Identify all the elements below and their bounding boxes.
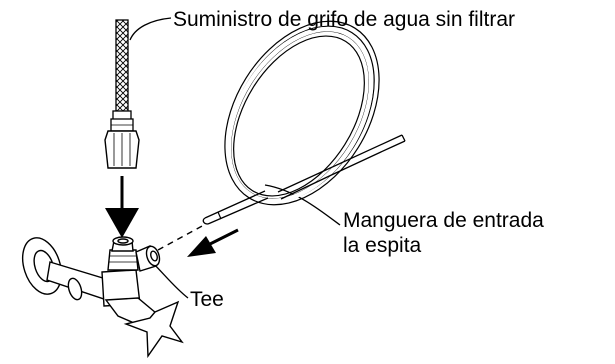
coiled-inlet-tubing [202, 20, 406, 225]
insertion-arrow-icon [157, 224, 239, 257]
inlet-hose-label: Manguera de entrada la espita [343, 208, 544, 258]
supply-leader-line [129, 17, 172, 41]
down-arrow-icon [105, 176, 139, 238]
inlet-hose-label-line-2: la espita [343, 234, 422, 257]
shutoff-valve-tee [21, 236, 184, 359]
braided-supply-hose [104, 19, 140, 169]
hose-leader-line [264, 184, 341, 226]
tee-label: Tee [190, 288, 224, 311]
inlet-hose-label-line-1: Manguera de entrada [343, 209, 544, 232]
supply-label: Suministro de grifo de agua sin filtrar [173, 8, 515, 31]
